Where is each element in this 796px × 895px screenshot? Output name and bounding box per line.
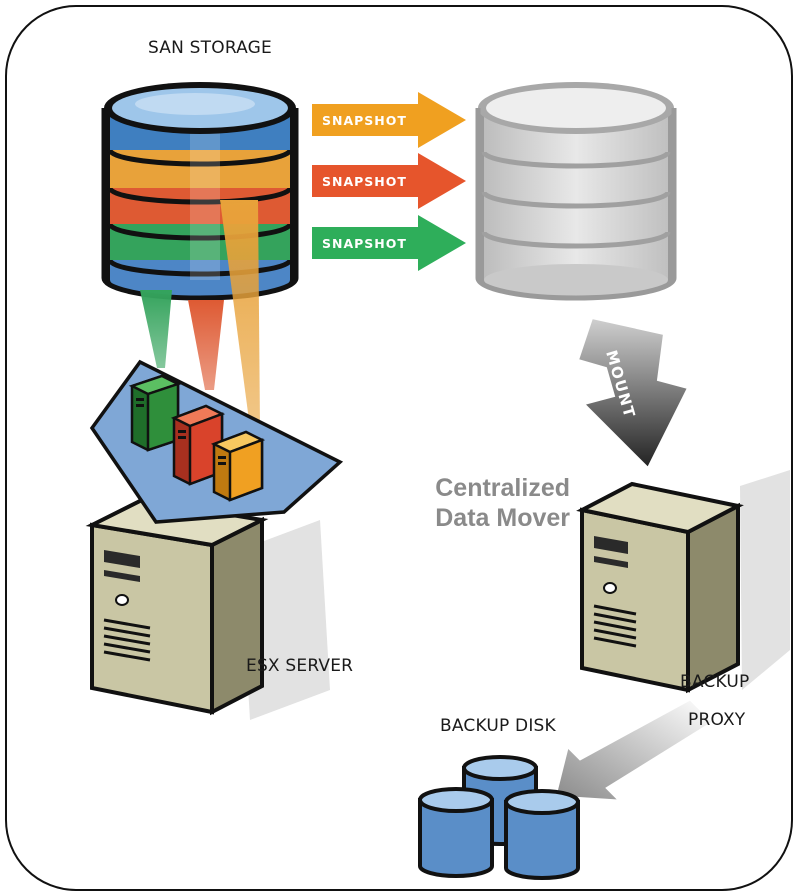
replica-storage-icon <box>475 82 677 301</box>
svg-text:SNAPSHOT: SNAPSHOT <box>322 174 407 189</box>
vm-icon <box>210 430 266 502</box>
backup-disk-icon <box>504 789 580 880</box>
esx-server-label: ESX SERVER <box>246 656 354 676</box>
snapshot-arrow-2: SNAPSHOT <box>312 153 466 209</box>
esx-server-icon <box>85 497 330 720</box>
centralized-data-mover-line2: Data Mover <box>435 504 570 532</box>
svg-text:SNAPSHOT: SNAPSHOT <box>322 113 407 128</box>
backup-arrow <box>555 699 713 801</box>
orange-beam <box>220 200 260 428</box>
backup-proxy-label-line1: BACKUP <box>680 672 750 692</box>
backup-proxy-icon <box>576 470 790 694</box>
mount-arrow: MOUNT <box>576 316 690 470</box>
san-storage-label: SAN STORAGE <box>148 38 272 58</box>
backup-disk-icon <box>418 787 494 878</box>
backup-proxy-label-line2: PROXY <box>688 710 746 730</box>
red-beam <box>188 300 224 390</box>
centralized-data-mover-line1: Centralized <box>435 474 570 502</box>
green-beam <box>140 290 172 368</box>
snapshot-arrow-1: SNAPSHOT <box>312 92 466 148</box>
backup-disk-label: BACKUP DISK <box>440 716 556 736</box>
snapshot-arrow-3: SNAPSHOT <box>312 215 466 271</box>
svg-text:SNAPSHOT: SNAPSHOT <box>322 236 407 251</box>
san-storage-icon <box>101 82 299 301</box>
vm-icon <box>128 374 182 452</box>
